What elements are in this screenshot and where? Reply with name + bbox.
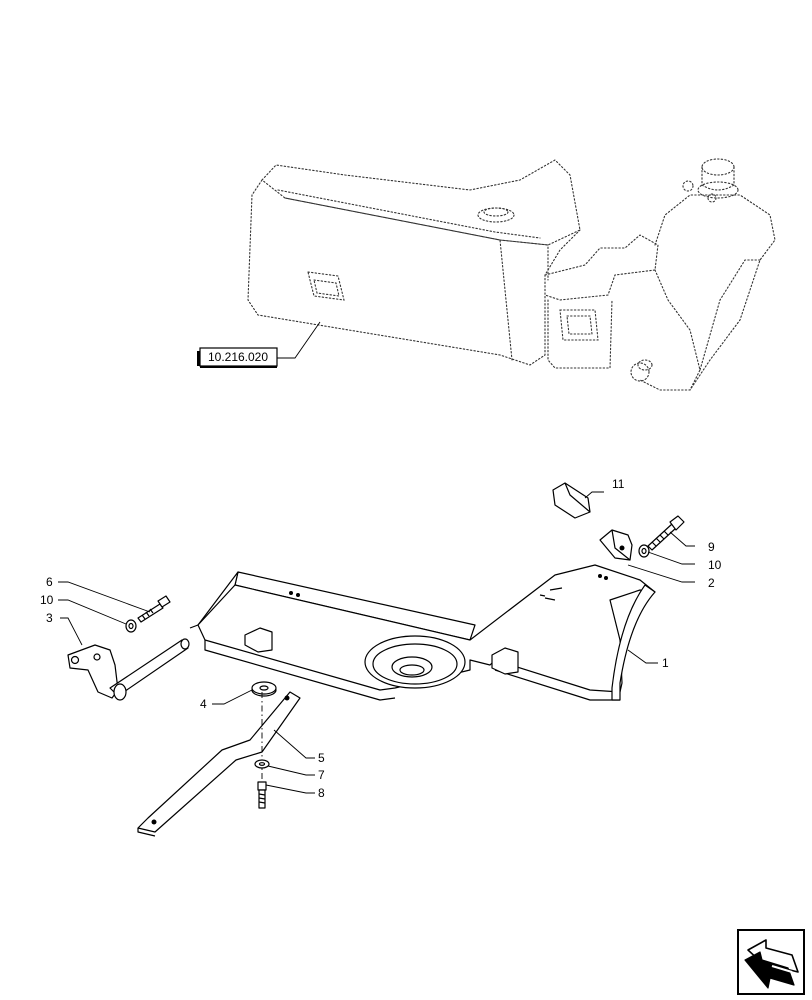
leader-2 xyxy=(627,564,695,583)
page-navigation-arrow-icon[interactable] xyxy=(737,929,805,995)
leader-10-right xyxy=(647,551,695,565)
callouts: 11 9 10 2 1 6 10 3 4 5 7 8 xyxy=(40,477,722,800)
callout-6: 6 xyxy=(46,575,53,589)
phantom-fuel-tank xyxy=(247,158,776,391)
leader-11 xyxy=(584,491,604,499)
part-3-hinge-bracket xyxy=(67,638,190,701)
part-10-washer-right xyxy=(638,544,650,558)
leader-10-left xyxy=(58,599,127,625)
part-11-pad xyxy=(552,482,591,519)
reference-leader xyxy=(276,321,321,359)
leader-5 xyxy=(273,729,315,759)
part-1-support-plate xyxy=(189,564,656,701)
part-2-bracket xyxy=(599,529,633,561)
part-6-bolt-left xyxy=(137,595,171,623)
part-4-spacer xyxy=(251,681,277,697)
callout-7: 7 xyxy=(318,768,325,782)
callout-9: 9 xyxy=(708,540,715,554)
part-8-bolt xyxy=(257,781,267,809)
part-7-washer xyxy=(254,759,270,769)
reference-text: 10.216.020 xyxy=(208,350,268,364)
leader-4 xyxy=(212,689,253,705)
callout-8: 8 xyxy=(318,786,325,800)
part-5-strap xyxy=(137,691,301,837)
callout-1: 1 xyxy=(662,656,669,670)
leader-9 xyxy=(669,531,695,547)
leader-8 xyxy=(265,784,315,794)
leader-7 xyxy=(267,765,315,776)
leader-1 xyxy=(627,649,658,664)
reference-label[interactable]: 10.216.020 xyxy=(197,347,278,368)
callout-4: 4 xyxy=(200,697,207,711)
callout-5: 5 xyxy=(318,751,325,765)
callout-10-right: 10 xyxy=(708,558,722,572)
leader-lines xyxy=(58,491,695,794)
part-10-washer-left xyxy=(125,619,137,633)
leader-3 xyxy=(60,617,83,646)
callout-10-left: 10 xyxy=(40,593,54,607)
callout-3: 3 xyxy=(46,611,53,625)
callout-2: 2 xyxy=(708,576,715,590)
part-9-bolt-right xyxy=(647,515,685,551)
callout-11: 11 xyxy=(612,477,625,491)
leader-6 xyxy=(58,581,151,613)
